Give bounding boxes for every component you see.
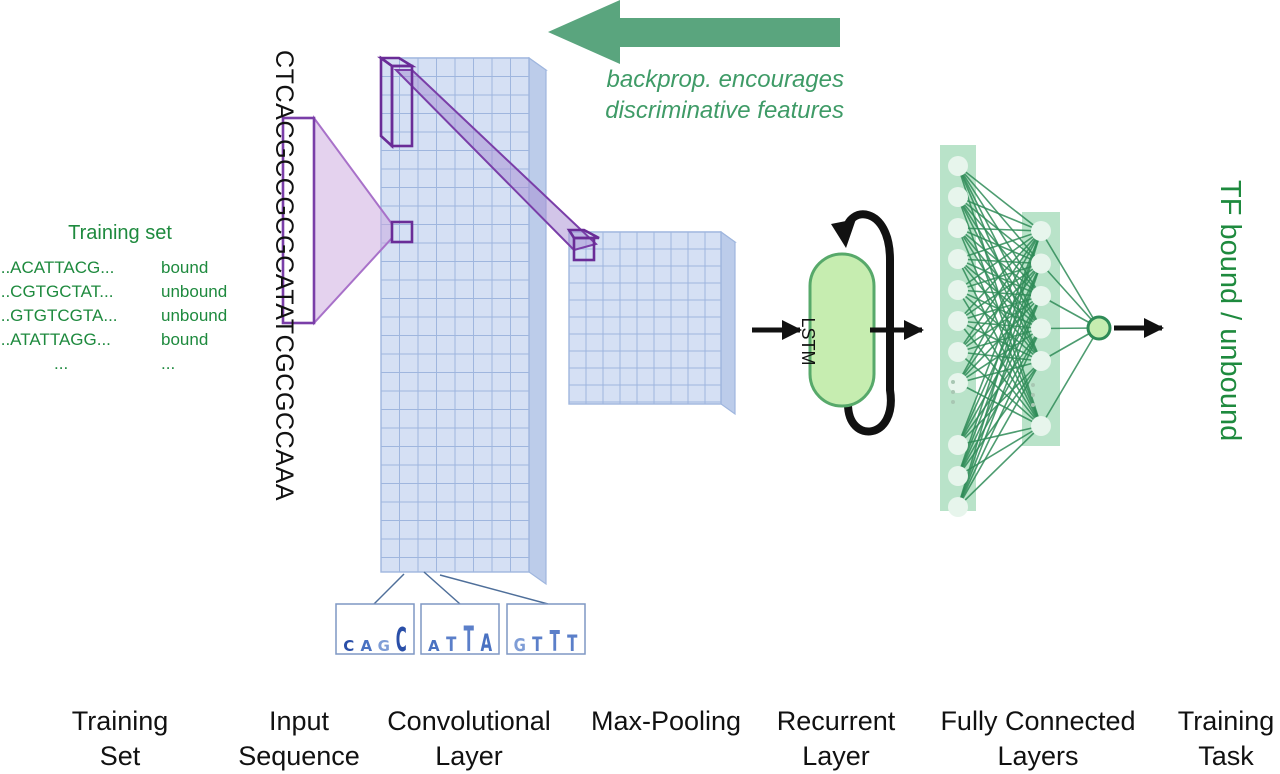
stage-line: Input	[268, 706, 330, 736]
backprop-note-line2: discriminative features	[605, 97, 844, 124]
pool-unit-highlight	[566, 228, 600, 262]
motif-letter: C	[343, 637, 354, 655]
stage-label-max-pooling: Max-Pooling	[578, 704, 754, 739]
fc-node	[948, 497, 968, 517]
training-sequence: ...ACATTACG...	[0, 258, 115, 277]
conv-unit-highlight	[390, 220, 414, 244]
fully-connected-layers	[940, 145, 1100, 517]
training-set-title: Training set	[68, 222, 172, 244]
input-filter-projection	[313, 114, 393, 326]
fc-node	[1031, 253, 1051, 274]
motif-pointers	[373, 571, 549, 605]
fc-node	[1031, 318, 1051, 339]
training-sequence: ...GTGTCGTA...	[0, 306, 118, 325]
backprop-note-line1: backprop. encourages	[606, 66, 845, 93]
motif-letter: A	[480, 628, 492, 657]
motif-logo-box	[420, 603, 500, 655]
input-filter-window	[281, 116, 316, 325]
motif-letter: T	[532, 634, 542, 656]
ellipsis-dot	[1031, 383, 1035, 387]
fc-node	[948, 466, 968, 486]
training-sequence: ...CGTGCTAT...	[0, 282, 114, 301]
fc-node	[1031, 416, 1051, 436]
fc-node	[948, 280, 968, 300]
conv-filter-column	[377, 55, 417, 149]
training-set-row: ...ATATTAGG... bound	[0, 330, 260, 354]
ellipsis-dot	[1031, 393, 1035, 397]
stage-line: Training	[71, 706, 169, 736]
training-set-row: ...GTGTCGTA... unbound	[0, 306, 260, 330]
fc-node	[948, 342, 968, 362]
motif-logo-box	[335, 603, 415, 655]
fc-node	[948, 435, 968, 455]
training-label: bound	[161, 258, 209, 277]
stage-label-training-set: Training Set	[54, 704, 186, 774]
stage-line: Training	[1177, 706, 1275, 736]
training-label: bound	[161, 330, 209, 349]
training-sequence: ...	[54, 354, 69, 373]
recurrent-loop	[842, 210, 895, 436]
training-set-row: ... ...	[0, 354, 260, 378]
stage-line: Task	[1198, 741, 1254, 771]
training-label: ...	[161, 354, 176, 373]
stage-label-convolutional-layer: Convolutional Layer	[376, 704, 562, 774]
motif-letter: T	[446, 634, 456, 656]
backprop-arrow	[548, 0, 840, 64]
motif-letter: T	[464, 620, 474, 660]
motif-letter: C	[396, 621, 407, 660]
stage-line: Sequence	[238, 741, 360, 771]
stage-line: Convolutional	[387, 706, 551, 736]
ellipsis-dot	[951, 400, 955, 404]
ellipsis-dot	[951, 390, 955, 394]
motif-letter: A	[360, 637, 372, 655]
recurrent-loop-arrowhead	[831, 219, 856, 248]
fc-node	[948, 187, 968, 207]
training-label: unbound	[161, 306, 228, 325]
fc-node	[948, 249, 968, 269]
fc-node	[1031, 221, 1051, 241]
training-set-row: ...CGTGCTAT... unbound	[0, 282, 260, 306]
lstm-label: LSTM	[797, 317, 818, 366]
stage-label-recurrent-layer: Recurrent Layer	[766, 704, 906, 774]
motif-letter: T	[567, 630, 577, 657]
stage-label-fully-connected-layers: Fully Connected Layers	[924, 704, 1152, 774]
fc-node	[1031, 286, 1051, 306]
output-node	[1086, 315, 1112, 341]
training-label: unbound	[161, 282, 228, 301]
stage-label-training-task: Training Task	[1166, 704, 1280, 774]
ellipsis-dot	[951, 380, 955, 384]
motif-letter: G	[514, 635, 526, 656]
stage-line: Layer	[435, 741, 503, 771]
stage-line: Set	[99, 741, 141, 771]
backprop-note: backprop. encourages discriminative feat…	[548, 64, 844, 126]
fc-node	[948, 311, 968, 331]
fc-node	[948, 218, 968, 238]
motif-letter: A	[428, 637, 440, 655]
lstm-cell	[808, 252, 876, 408]
motif-logo-box	[506, 603, 586, 655]
stage-line: Fully Connected	[940, 706, 1136, 736]
stage-line: Max-Pooling	[590, 706, 742, 736]
stage-line: Recurrent	[776, 706, 896, 736]
fc-node	[948, 373, 968, 393]
fc-node	[948, 156, 968, 176]
ellipsis-dot	[1031, 403, 1035, 407]
task-output-text: TF bound / unbound	[1214, 180, 1246, 442]
stage-label-input-sequence: Input Sequence	[226, 704, 372, 774]
motif-letter: T	[550, 626, 561, 659]
input-sequence-text: CTCACGCCGCGCATATCGCGCCAAA	[270, 50, 298, 502]
pooling-projection	[393, 69, 598, 252]
stage-line: Layers	[997, 741, 1079, 771]
fc-node	[1031, 351, 1051, 371]
training-sequence: ...ATATTAGG...	[0, 330, 111, 349]
stage-line: Layer	[802, 741, 870, 771]
motif-letter: G	[378, 637, 390, 655]
training-set-row: ...ACATTACG... bound	[0, 258, 260, 282]
